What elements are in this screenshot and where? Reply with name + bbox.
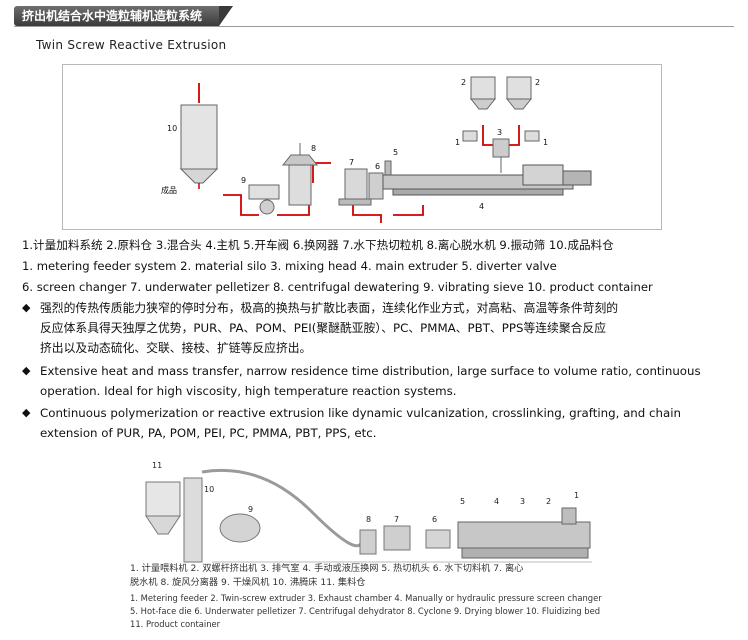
vibrating-sieve xyxy=(248,184,280,215)
bullet-en-2: ◆ Continuous polymerization or reactive … xyxy=(22,403,734,443)
banner-divider xyxy=(14,26,734,27)
bullet-line: Extensive heat and mass transfer, narrow… xyxy=(40,364,701,378)
diamond-bullet-icon: ◆ xyxy=(22,406,31,419)
photo-label: 6 xyxy=(432,515,437,524)
caption-en-2: 6. screen changer 7. underwater pelletiz… xyxy=(22,280,653,294)
bullet-line: 挤出以及动态硫化、交联、接枝、扩链等反应挤出。 xyxy=(40,341,312,355)
bullet-cn: ◆ 强烈的传热传质能力狭窄的停时分布，极高的换热与扩散比表面，连续化作业方式，对… xyxy=(22,298,734,358)
diagram-label: 5 xyxy=(393,148,398,157)
diagram-label: 1 xyxy=(455,138,460,147)
diagram-label: 4 xyxy=(479,202,484,211)
bullet-line: Continuous polymerization or reactive ex… xyxy=(40,406,681,420)
material-silo-right xyxy=(505,76,533,110)
section-banner: 挤出机结合水中造粒辅机造粒系统 xyxy=(0,6,260,26)
legend-en-line: 5. Hot-face die 6. Underwater pelletizer… xyxy=(130,606,601,616)
diagram-label: 3 xyxy=(497,128,502,137)
banner-title: 挤出机结合水中造粒辅机造粒系统 xyxy=(22,9,203,23)
bullet-line: operation. Ideal for high viscosity, hig… xyxy=(40,384,457,398)
photo-label: 5 xyxy=(460,497,465,506)
diagram-label: 6 xyxy=(375,162,380,171)
legend-en-line: 11. Product container xyxy=(130,619,221,629)
legend-cn-line: 脱水机 8. 旋风分离器 9. 干燥风机 10. 沸腾床 11. 集料仓 xyxy=(130,577,366,588)
diagram-label: 10 xyxy=(167,124,177,133)
diagram-label: 2 xyxy=(461,78,466,87)
banner-tab xyxy=(14,6,233,26)
process-diagram: 10 成品 9 8 7 5 6 4 2 2 1 3 1 xyxy=(62,64,662,230)
screen-changer xyxy=(368,160,392,200)
legend-en-line: 1. Metering feeder 2. Twin-screw extrude… xyxy=(130,593,602,603)
process-schematic: 10 成品 9 8 7 5 6 4 2 2 1 3 1 xyxy=(161,76,592,223)
diagram-label: 7 xyxy=(349,158,354,167)
diagram-label: 1 xyxy=(543,138,548,147)
diagram-label: 成品 xyxy=(161,185,177,195)
diamond-bullet-icon: ◆ xyxy=(22,301,31,314)
photo-label: 10 xyxy=(204,485,214,494)
photo-label: 11 xyxy=(152,461,162,470)
legend-cn-line: 1. 计量喂料机 2. 双螺杆挤出机 3. 排气室 4. 手动或液压换网 5. … xyxy=(130,563,524,574)
caption-cn: 1.计量加料系统 2.原料仓 3.混合头 4.主机 5.开车阀 6.换网器 7.… xyxy=(22,238,614,252)
production-line-drawing: 11 10 9 8 7 6 5 4 3 2 1 xyxy=(145,461,592,563)
product-silo xyxy=(179,104,219,189)
photo-label: 1 xyxy=(574,491,579,500)
bullet-line: extension of PUR, PA, POM, PEI, PC, PMMA… xyxy=(40,426,377,440)
material-silo-left xyxy=(469,76,497,110)
photo-label: 3 xyxy=(520,497,525,506)
main-extruder xyxy=(382,164,592,196)
diagram-subtitle: Twin Screw Reactive Extrusion xyxy=(36,38,227,52)
centrifugal-dryer xyxy=(281,143,319,206)
photo-label: 8 xyxy=(366,515,371,524)
diagram-labels: 10 成品 9 8 7 5 6 4 2 2 1 3 1 xyxy=(161,78,548,211)
diagram-label: 8 xyxy=(311,144,316,153)
caption-en-1: 1. metering feeder system 2. material si… xyxy=(22,259,557,273)
production-line-photo: 11 10 9 8 7 6 5 4 3 2 1 xyxy=(122,452,598,638)
metering-feeders xyxy=(462,130,540,173)
underwater-pelletizer xyxy=(338,168,372,206)
diamond-bullet-icon: ◆ xyxy=(22,364,31,377)
photo-label: 4 xyxy=(494,497,499,506)
photo-label: 7 xyxy=(394,515,399,524)
bullet-line: 反应体系具得天独厚之优势，PUR、PA、POM、PEI(聚醚酰亚胺）、PC、PM… xyxy=(40,321,607,335)
diagram-label: 9 xyxy=(241,176,246,185)
diagram-label: 2 xyxy=(535,78,540,87)
photo-label: 2 xyxy=(546,497,551,506)
red-pipework xyxy=(198,83,520,223)
photo-labels: 11 10 9 8 7 6 5 4 3 2 1 xyxy=(152,461,579,524)
photo-label: 9 xyxy=(248,505,253,514)
bullet-line: 强烈的传热传质能力狭窄的停时分布，极高的换热与扩散比表面，连续化作业方式，对高粘… xyxy=(40,301,619,315)
bullet-en-1: ◆ Extensive heat and mass transfer, narr… xyxy=(22,361,734,401)
